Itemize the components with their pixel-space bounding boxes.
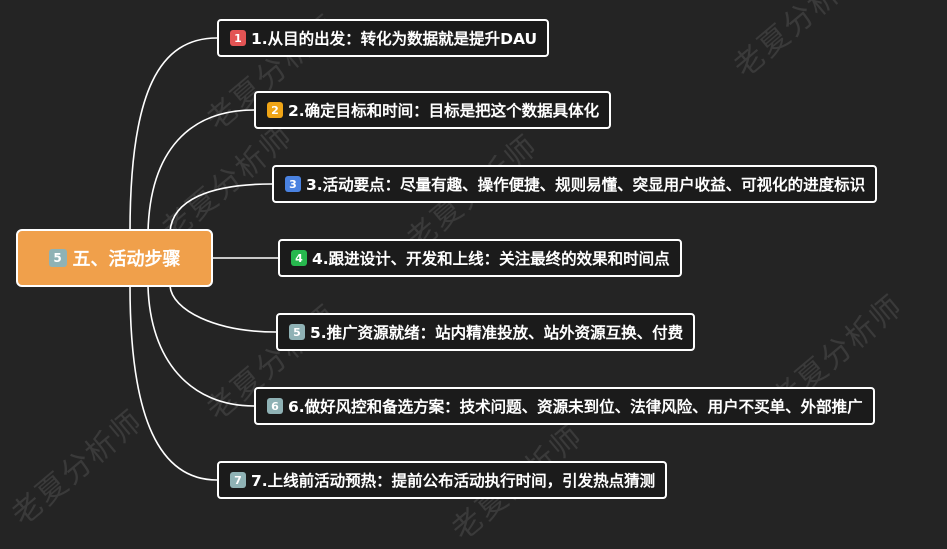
step-label: 1.从目的出发：转化为数据就是提升DAU: [251, 30, 538, 48]
priority-badge: 4: [291, 250, 307, 266]
priority-badge: 1: [230, 30, 246, 46]
mind-map: 老夏分析师 老夏分析师 老夏分析师 老夏分析师 老夏分析师 老夏分析师 老夏分析…: [5, 0, 910, 548]
root-node[interactable]: 5 五、活动步骤: [16, 229, 213, 287]
step-node-1[interactable]: 1 1.从目的出发：转化为数据就是提升DAU: [217, 19, 550, 57]
priority-badge: 5: [48, 249, 67, 267]
connector-5: [169, 285, 277, 333]
step-label: 3.活动要点：尽量有趣、操作便捷、规则易懂、突显用户收益、可视化的进度标识: [306, 176, 866, 194]
step-node-3[interactable]: 3 3.活动要点：尽量有趣、操作便捷、规则易懂、突显用户收益、可视化的进度标识: [272, 165, 878, 203]
priority-badge: 2: [267, 102, 283, 118]
step-node-7[interactable]: 7 7.上线前活动预热：提前公布活动执行时间，引发热点猜测: [217, 461, 668, 499]
priority-badge: 6: [267, 398, 283, 414]
connector-7: [129, 285, 218, 481]
root-label: 五、活动步骤: [72, 249, 181, 270]
step-node-5[interactable]: 5 5.推广资源就绪：站内精准投放、站外资源互换、付费: [276, 313, 696, 351]
priority-badge: 7: [230, 472, 246, 488]
priority-badge: 3: [285, 176, 301, 192]
connector-6: [147, 285, 255, 407]
connector-3: [169, 183, 273, 233]
step-node-4[interactable]: 4 4.跟进设计、开发和上线：关注最终的效果和时间点: [278, 239, 682, 277]
step-node-2[interactable]: 2 2.确定目标和时间：目标是把这个数据具体化: [254, 91, 612, 129]
step-label: 4.跟进设计、开发和上线：关注最终的效果和时间点: [312, 250, 670, 268]
step-label: 2.确定目标和时间：目标是把这个数据具体化: [288, 102, 600, 120]
step-label: 5.推广资源就绪：站内精准投放、站外资源互换、付费: [310, 324, 684, 342]
step-node-6[interactable]: 6 6.做好风控和备选方案：技术问题、资源未到位、法律风险、用户不买单、外部推广: [254, 387, 875, 425]
priority-badge: 5: [289, 324, 305, 340]
step-label: 7.上线前活动预热：提前公布活动执行时间，引发热点猜测: [251, 472, 656, 490]
step-label: 6.做好风控和备选方案：技术问题、资源未到位、法律风险、用户不买单、外部推广: [288, 398, 863, 416]
connector-1: [129, 37, 218, 233]
connector-2: [147, 109, 255, 233]
connector-lines: [129, 37, 278, 481]
